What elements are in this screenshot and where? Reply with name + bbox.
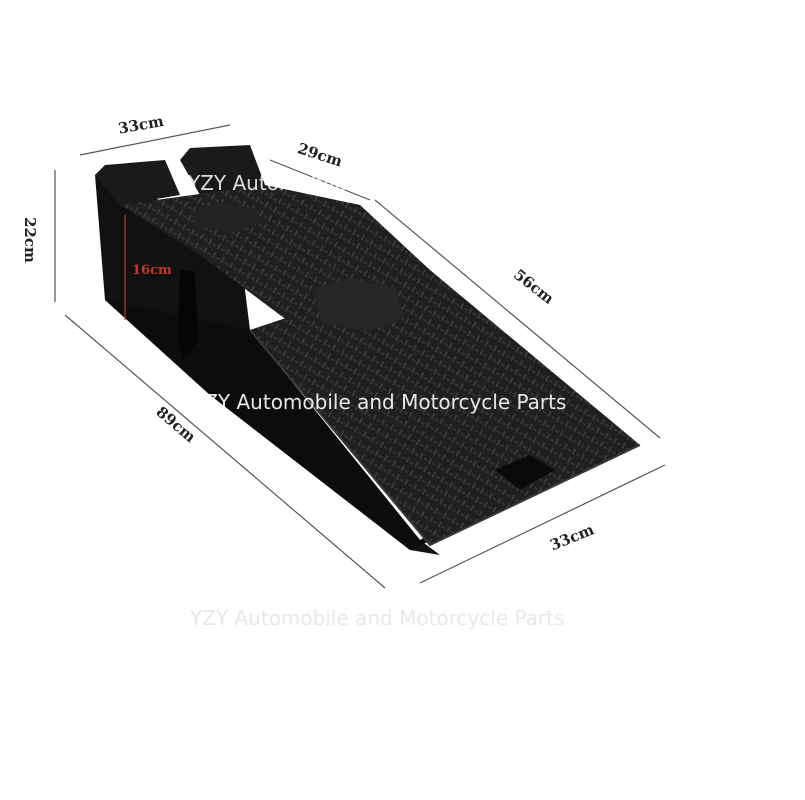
label-front-width: 33cm (547, 520, 596, 554)
watermark-top: YZY Automobile and Motorcycle Parts (187, 171, 562, 195)
label-height: 22cm (21, 217, 39, 263)
dimension-lines (54, 124, 666, 589)
ramp-hex-pad-middle (312, 278, 405, 332)
watermark-bottom: YZY Automobile and Motorcycle Parts (189, 606, 564, 630)
ramp-side-opening (178, 270, 198, 360)
ramp-hex-pad-top (190, 202, 262, 232)
front-width-line (419, 464, 666, 584)
label-top-section: 29cm (295, 139, 344, 170)
label-ramp-length: 56cm (510, 265, 557, 308)
top-section-line (269, 159, 371, 201)
ramp-stop-left (95, 160, 180, 205)
top-width-line (79, 124, 231, 156)
label-top-width: 33cm (117, 112, 165, 138)
watermark-middle: YZY Automobile and Motorcycle Parts (191, 390, 566, 414)
label-inner-height: 16cm (132, 263, 172, 278)
ramp-stop-right (180, 145, 265, 195)
car-ramp (95, 145, 641, 555)
ramp-length-line (374, 199, 661, 439)
ramp-edge-highlight (249, 329, 641, 547)
total-length-line (64, 314, 386, 589)
ramp-front-handle (495, 455, 555, 490)
ramp-base (105, 300, 640, 550)
